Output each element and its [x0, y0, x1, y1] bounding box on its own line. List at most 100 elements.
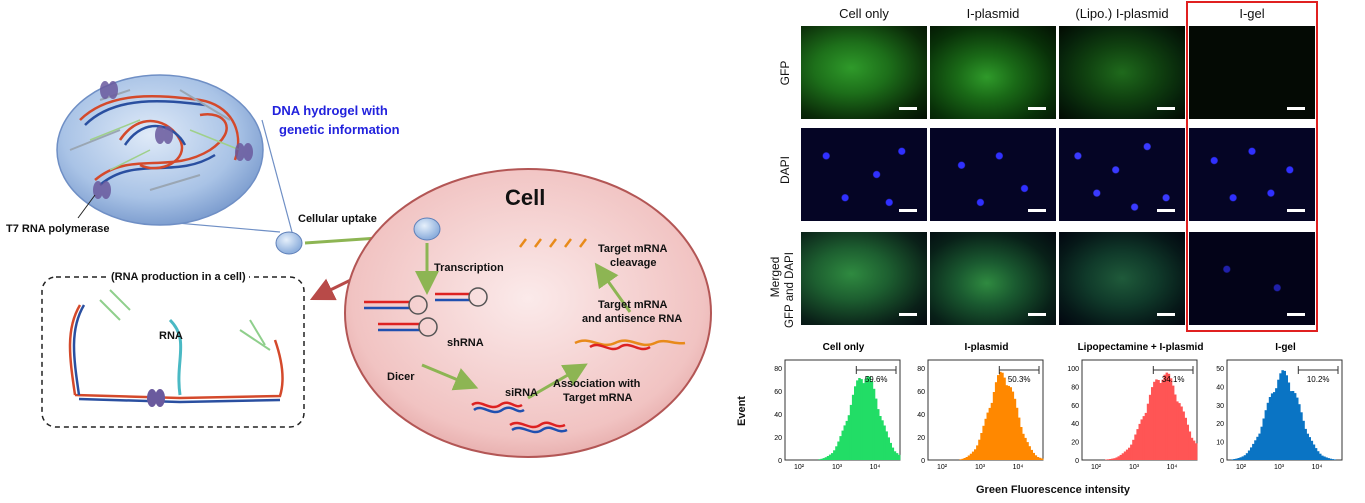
hist-bar	[1036, 457, 1040, 460]
hist-bar	[984, 418, 987, 460]
hist-bar	[978, 439, 981, 460]
hist-bar	[1316, 451, 1320, 460]
hist-bar	[1321, 455, 1324, 460]
association-label-1: Association with	[553, 378, 641, 390]
image-gfp-lipo	[1059, 26, 1185, 119]
cleavage-label-1: Target mRNA	[598, 243, 668, 255]
hist-bar	[1009, 387, 1012, 460]
hist-bar	[1107, 459, 1110, 460]
hist-bar	[1268, 397, 1272, 460]
hist-bar	[1038, 457, 1042, 460]
hist-xtick: 10³	[1129, 464, 1140, 471]
hist-bar	[831, 453, 834, 460]
dna-strands	[69, 89, 241, 191]
hist-bar	[872, 388, 876, 460]
hist-bar	[959, 459, 962, 460]
image-gfp-i-plasmid	[930, 26, 1056, 119]
hist-bar	[1017, 417, 1021, 460]
dicer-label: Dicer	[387, 371, 415, 383]
hist-bar	[877, 409, 880, 460]
row-merged-sublabel: GFP and DAPI	[784, 252, 796, 328]
hist-bar	[866, 376, 869, 460]
hist-bar	[1237, 458, 1240, 460]
hist-bar	[1119, 454, 1123, 460]
hist-bar	[883, 425, 886, 460]
hist-bar	[1273, 392, 1276, 460]
hist-bar	[1304, 428, 1307, 460]
hist-bar	[1113, 458, 1116, 460]
hist-ytick: 0	[1220, 458, 1224, 465]
hist-title-1: I-plasmid	[964, 342, 1009, 353]
hist-xtick: 10⁴	[1167, 464, 1178, 471]
hist-bar	[1300, 412, 1303, 460]
hist-bar	[868, 376, 872, 460]
column-cell-only: Cell only	[839, 6, 889, 21]
hist-bar	[1258, 433, 1261, 460]
hist-bar	[1241, 456, 1245, 460]
hist-bar	[1161, 379, 1164, 460]
hist-title-2: Lipopectamine + I-plasmid	[1077, 342, 1204, 353]
hist-ytick: 20	[774, 435, 782, 442]
image-dapi-i-plasmid	[930, 128, 1056, 221]
dicer-arrow	[421, 363, 479, 391]
schematic-drawing	[41, 74, 712, 458]
hist-ytick: 30	[1216, 403, 1224, 410]
shrna-molecules	[364, 287, 488, 337]
hist-bar	[1275, 388, 1278, 460]
image-merged-i-gel	[1189, 232, 1315, 325]
hist-bar	[994, 382, 998, 460]
hist-percent: 50.3%	[1008, 375, 1031, 384]
hist-ytick: 40	[774, 412, 782, 419]
hist-bar	[874, 398, 878, 460]
hist-bar	[856, 380, 859, 460]
hist-bar	[828, 454, 832, 460]
hist-bar	[1128, 447, 1131, 460]
hist-bar	[1306, 433, 1309, 460]
hist-bar	[1132, 439, 1135, 460]
hist-bar	[1329, 458, 1332, 460]
hist-bar	[1007, 385, 1010, 460]
hist-bar	[1180, 406, 1183, 460]
hist-ytick: 80	[774, 366, 782, 373]
image-dapi-lipo	[1059, 128, 1185, 221]
hist-bar	[1146, 403, 1150, 460]
hist-bar	[862, 383, 865, 460]
hist-bar	[1298, 404, 1301, 460]
hist-ytick: 60	[917, 389, 925, 396]
hist-ytick: 0	[1075, 458, 1079, 465]
hist-bar	[980, 433, 983, 460]
hist-bar	[1125, 449, 1129, 460]
hist-bar	[891, 447, 895, 460]
hist-ytick: 80	[917, 366, 925, 373]
column-i-gel: I-gel	[1239, 6, 1265, 21]
hist-bar	[976, 445, 979, 460]
polymerase-markers	[93, 81, 253, 199]
hist-ytick: 100	[1067, 366, 1079, 373]
hist-bar	[1289, 391, 1293, 460]
hist-bar	[1176, 401, 1179, 460]
hist-bar	[1167, 373, 1171, 460]
hist-bar	[887, 437, 890, 460]
hist-ylabel: Event	[736, 396, 748, 426]
hist-bar	[1333, 459, 1337, 460]
hist-bar	[889, 442, 892, 460]
hist-bar	[1169, 378, 1173, 460]
mrna-duplex	[574, 339, 686, 351]
hist-bar	[1266, 402, 1270, 460]
hist-bar	[1182, 411, 1185, 460]
polymerase-pointer	[77, 194, 96, 219]
shrna-label: shRNA	[447, 337, 484, 349]
hist-bar	[849, 404, 853, 460]
hist-bar	[1163, 374, 1166, 460]
hist-gate	[998, 366, 1040, 374]
hist-bar	[1022, 433, 1025, 460]
hist-bar	[1281, 370, 1284, 460]
hist-bar	[997, 375, 1000, 460]
hist-bar	[1032, 452, 1035, 460]
cleavage-arrow	[594, 262, 632, 313]
hist-bar	[1157, 380, 1160, 460]
hist-bar	[843, 425, 846, 460]
hist-bar	[1040, 458, 1044, 460]
hist-bar	[1331, 459, 1334, 460]
